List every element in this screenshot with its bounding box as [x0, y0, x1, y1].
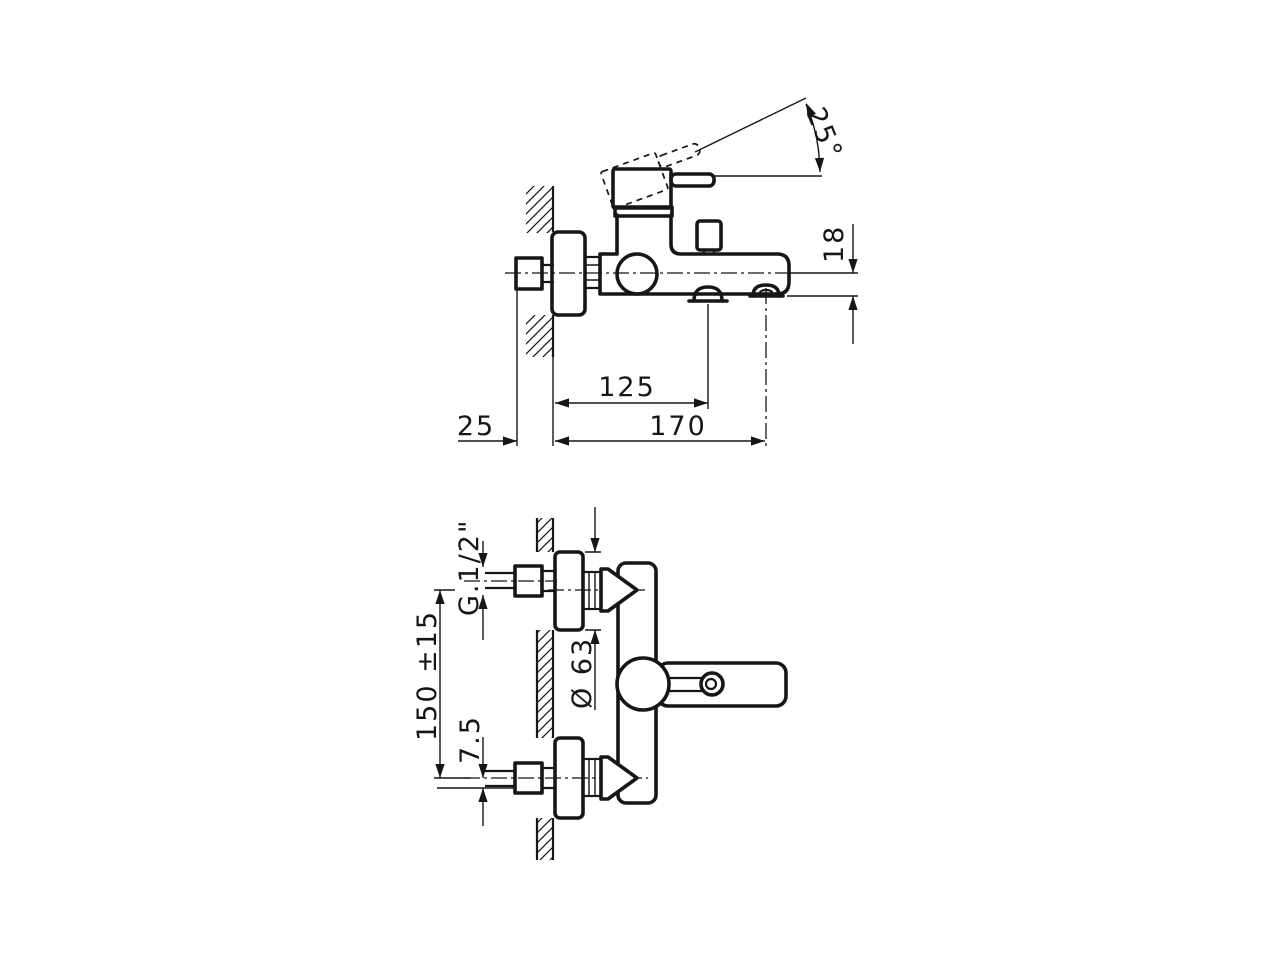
dim-label-outlet-drop: 18 — [819, 225, 850, 263]
dim-spout-reach: 125 — [555, 372, 708, 408]
escutcheon — [550, 230, 587, 317]
dim-eccentric-offset: 7.5 — [455, 715, 488, 826]
lower-cone — [599, 755, 639, 801]
upper-cone — [599, 567, 639, 613]
diverter-knob — [695, 219, 723, 256]
dim-label-inlet-spacing: 150 ±15 — [412, 610, 443, 741]
handle-body — [611, 167, 673, 210]
lower-inlet — [434, 736, 648, 820]
dim-label-wall-clearance: 25 — [457, 411, 495, 442]
bath-spout-outlet — [687, 285, 729, 303]
dim-thread-size: G.1/2" — [454, 519, 488, 640]
dim-label-spout-reach: 125 — [598, 372, 656, 403]
dim-label-eccentric-offset: 7.5 — [455, 715, 486, 764]
lever-pin — [668, 671, 725, 697]
dim-inlet-spacing: 150 ±15 — [412, 589, 455, 778]
dim-label-escutcheon-diameter: Ø 63 — [567, 637, 598, 709]
upper-escutcheon — [553, 550, 585, 632]
handle-lever — [669, 172, 716, 188]
cartridge-circle-plan — [615, 656, 671, 712]
dim-escutcheon-diameter: Ø 63 — [567, 507, 600, 710]
cartridge-circle — [615, 252, 659, 296]
upper-inlet — [464, 550, 648, 632]
dim-label-overall-reach: 170 — [649, 411, 707, 442]
dim-wall-clearance: 25 — [457, 411, 517, 446]
plan-view: G.1/2" 150 ±15 7.5 Ø 63 — [412, 507, 788, 860]
handle-phantom-raised — [600, 142, 701, 210]
dim-label-thread-size: G.1/2" — [454, 519, 485, 616]
wall — [535, 518, 555, 860]
wall — [526, 186, 555, 446]
dim-label-angle: 25° — [800, 103, 849, 165]
dim-outlet-drop: 18 — [787, 224, 858, 344]
dim-overall-reach: 170 — [555, 411, 765, 446]
dim-handle-angle: 25° — [694, 97, 849, 177]
side-view: 25° 18 125 170 — [457, 97, 858, 446]
